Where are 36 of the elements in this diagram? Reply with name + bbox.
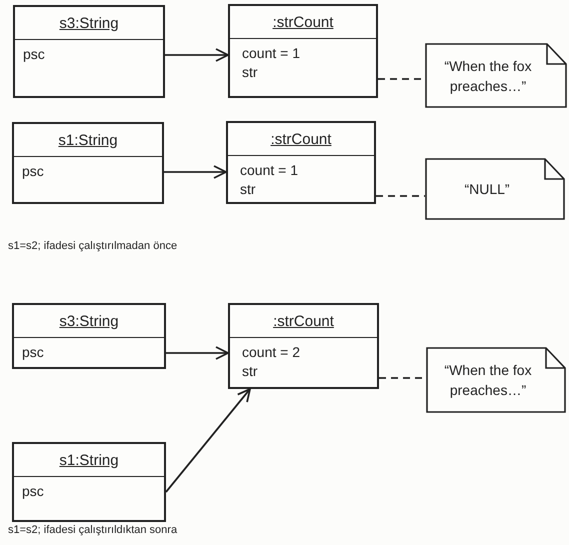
arrow bbox=[165, 388, 251, 493]
object-box bbox=[228, 303, 379, 389]
object-box bbox=[228, 4, 378, 98]
object-name: :strCount bbox=[270, 130, 332, 148]
object-name: s1:String bbox=[59, 452, 119, 468]
note-shape bbox=[425, 43, 567, 108]
object-box bbox=[226, 121, 376, 204]
note-text: “When the fox preaches…” bbox=[443, 56, 533, 96]
arrow bbox=[165, 48, 229, 62]
arrow bbox=[166, 346, 229, 360]
attribute-text: str bbox=[239, 181, 256, 198]
attribute-text: str bbox=[241, 64, 258, 81]
object-box bbox=[12, 122, 164, 204]
object-name: :strCount bbox=[272, 14, 334, 30]
object-box bbox=[13, 5, 165, 98]
object-box bbox=[12, 442, 166, 522]
object-name: :strCount bbox=[273, 312, 334, 330]
object-name: s3:String bbox=[59, 312, 119, 330]
attribute-text: psc bbox=[23, 46, 45, 63]
attribute-text: count = 1 bbox=[239, 162, 298, 179]
object-name: s3:String bbox=[59, 14, 119, 32]
attribute-text: psc bbox=[22, 483, 44, 500]
attribute-text: count = 2 bbox=[241, 344, 300, 361]
arrow bbox=[164, 165, 227, 179]
object-name: s1:String bbox=[58, 132, 118, 148]
attribute-text: count = 1 bbox=[241, 45, 300, 62]
attribute-text: psc bbox=[22, 163, 44, 180]
note-shape bbox=[426, 347, 566, 413]
attribute-text: str bbox=[241, 363, 258, 380]
note-text: “NULL” bbox=[463, 180, 511, 199]
note-shape bbox=[425, 158, 565, 220]
dashed-connector bbox=[376, 195, 425, 197]
caption: s1=s2; ifadesi çalıştırılmadan önce bbox=[8, 240, 178, 252]
note-text: “When the fox preaches…” bbox=[443, 361, 533, 400]
attribute-text: psc bbox=[22, 344, 44, 361]
object-box bbox=[12, 303, 166, 369]
